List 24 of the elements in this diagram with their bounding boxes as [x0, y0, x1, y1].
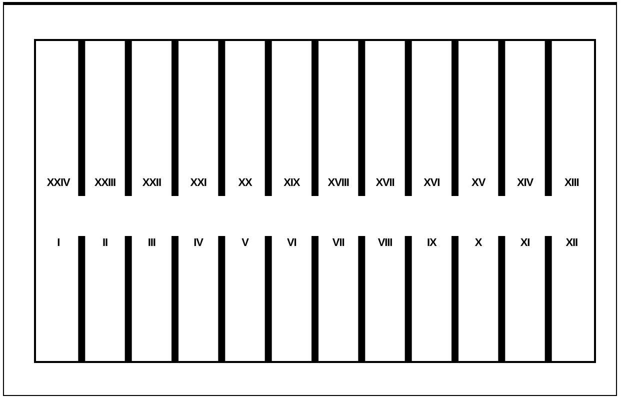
roman-numeral: XIII [564, 178, 579, 189]
roman-numeral: XX [238, 178, 252, 189]
roman-numeral: XVII [376, 178, 394, 189]
roman-numeral: XXIV [46, 178, 70, 189]
roman-numeral: XXIII [94, 178, 116, 189]
roman-numeral: XIV [516, 178, 534, 189]
roman-numeral: IV [194, 238, 203, 249]
roman-numeral: VI [287, 238, 296, 249]
roman-numeral: XII [566, 238, 578, 249]
roman-numeral: V [242, 238, 248, 249]
roman-numeral: XIX [284, 178, 300, 189]
roman-numeral: I [57, 238, 60, 249]
roman-numeral: VII [332, 238, 344, 249]
roman-numeral: XI [520, 238, 530, 249]
roman-numeral: III [148, 238, 156, 249]
roman-numeral: II [102, 238, 108, 249]
roman-numeral: VIII [378, 238, 392, 249]
roman-numeral: XVI [424, 178, 440, 189]
roman-numeral: XVIII [328, 178, 349, 189]
roman-numeral: XV [472, 178, 486, 189]
roman-numeral: XXII [142, 178, 161, 189]
roman-numeral: IX [427, 238, 436, 249]
roman-numeral: XXI [190, 178, 206, 189]
roman-numeral: X [474, 238, 482, 249]
